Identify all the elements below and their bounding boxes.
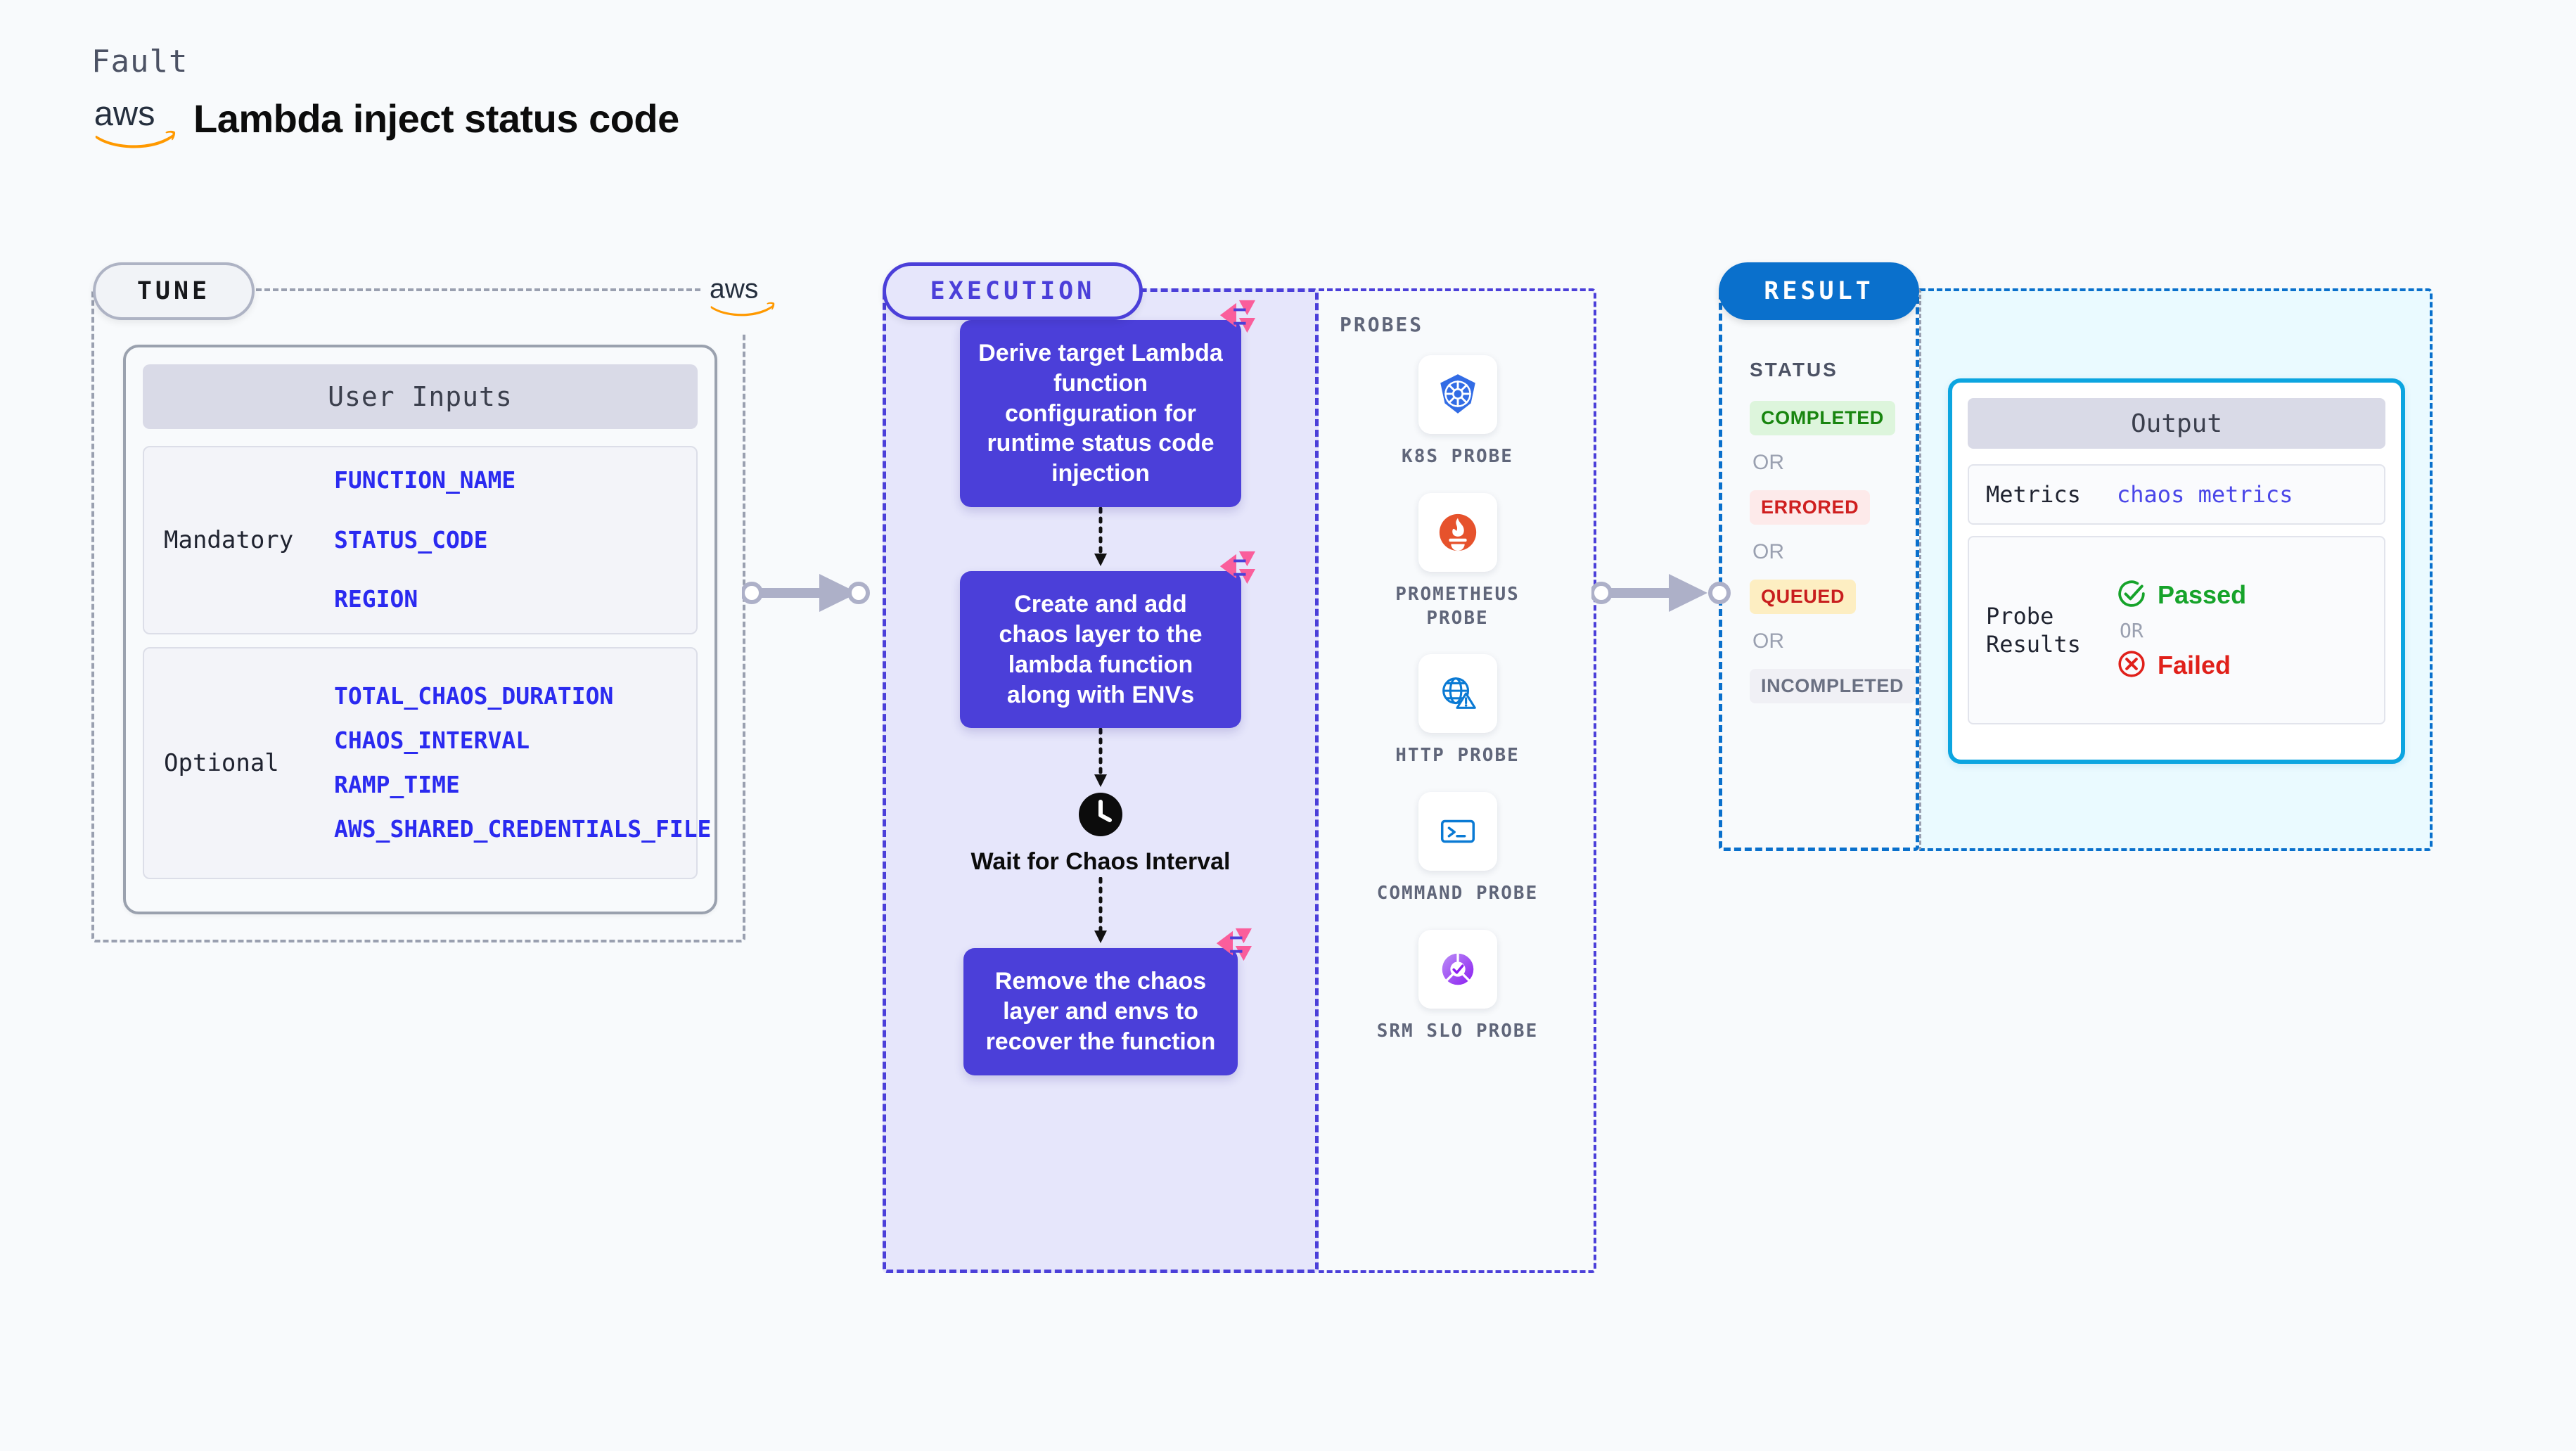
execution-step-text: Create and add chaos layer to the lambda…	[999, 591, 1203, 708]
prometheus-icon	[1418, 492, 1497, 572]
probe-name: SRM SLO PROBE	[1376, 1020, 1539, 1042]
input-group-label: Mandatory	[164, 526, 294, 554]
aws-logo: aws	[91, 89, 179, 157]
status-badge-queued: QUEUED	[1750, 580, 1857, 614]
input-var: FUNCTION_NAME	[334, 466, 516, 494]
chaos-flag-icon	[1212, 927, 1253, 964]
user-inputs-title: User Inputs	[143, 364, 698, 429]
probe-item-http[interactable]: HTTP PROBE	[1366, 654, 1549, 768]
input-var: AWS_SHARED_CREDENTIALS_FILE	[334, 814, 712, 843]
probe-failed-label: Failed	[2158, 651, 2231, 679]
input-var: RAMP_TIME	[334, 771, 460, 798]
tune-panel	[91, 288, 745, 942]
execution-step-1: Derive target Lambda function configurat…	[960, 300, 1255, 508]
terminal-icon	[1418, 792, 1497, 871]
slo-donut-check-icon	[1418, 929, 1497, 1009]
execution-badge: EXECUTION	[883, 262, 1143, 320]
output-metrics-key: Metrics	[1986, 481, 2081, 508]
result-panel	[1719, 288, 1919, 851]
execution-step-wait: Wait for Chaos Interval	[970, 792, 1231, 877]
page-header: Fault aws Lambda inject status code	[91, 44, 679, 157]
tune-badge: TUNE	[93, 262, 255, 320]
input-group-label: Optional	[164, 749, 279, 777]
probe-item-srm-slo[interactable]: SRM SLO PROBE	[1366, 929, 1549, 1044]
output-metrics-value[interactable]: chaos metrics	[2117, 481, 2293, 508]
user-inputs-card: User Inputs Mandatory FUNCTION_NAME STAT…	[123, 345, 717, 914]
probe-name: HTTP PROBE	[1395, 745, 1520, 767]
probes-panel	[1319, 288, 1596, 1273]
status-or: OR	[1752, 451, 1784, 474]
result-badge: RESULT	[1719, 262, 1919, 320]
output-row-metrics: Metrics chaos metrics	[1968, 464, 2385, 525]
execution-step-2: Create and add chaos layer to the lambda…	[960, 551, 1255, 729]
probe-item-command[interactable]: COMMAND PROBE	[1366, 792, 1549, 906]
flow-arrow-1	[1090, 506, 1111, 571]
execution-step-4: Remove the chaos layer and envs to recov…	[963, 928, 1252, 1075]
probe-name: K8S PROBE	[1402, 446, 1513, 467]
fault-kind-label: Fault	[91, 44, 188, 79]
status-badge-errored: ERRORED	[1750, 490, 1871, 525]
page-title: Lambda inject status code	[193, 96, 679, 141]
input-group-mandatory: Mandatory FUNCTION_NAME STATUS_CODE REGI…	[143, 446, 698, 634]
input-var: REGION	[334, 585, 418, 613]
flow-arrow-2	[1090, 727, 1111, 792]
output-probe-key: Probe Results	[1986, 603, 2081, 658]
output-row-probe-results: Probe Results Passed OR	[1968, 536, 2385, 724]
probe-name: COMMAND PROBE	[1376, 883, 1539, 905]
output-card: Output Metrics chaos metrics Probe Resul…	[1948, 378, 2405, 764]
probe-passed-label: Passed	[2158, 580, 2247, 609]
status-badge-completed: COMPLETED	[1750, 401, 1895, 435]
input-var: STATUS_CODE	[334, 525, 488, 554]
connector-tune-to-execution	[741, 568, 890, 621]
execution-step-text: Remove the chaos layer and envs to recov…	[985, 968, 1216, 1055]
probe-result-or: OR	[2120, 618, 2144, 642]
chaos-flag-icon	[1216, 550, 1257, 587]
check-circle-icon	[2117, 579, 2146, 612]
execution-step-text: Wait for Chaos Interval	[970, 848, 1231, 876]
kubernetes-icon	[1418, 355, 1497, 434]
status-or: OR	[1752, 540, 1784, 563]
input-var: TOTAL_CHAOS_DURATION	[334, 682, 614, 710]
probe-name: PROMETHEUS PROBE	[1395, 583, 1520, 629]
status-or: OR	[1752, 629, 1784, 653]
cross-circle-icon	[2117, 649, 2146, 682]
output-title: Output	[1968, 398, 2385, 449]
probe-item-k8s[interactable]: K8S PROBE	[1366, 355, 1549, 469]
probe-result-passed: Passed	[2117, 579, 2246, 612]
input-group-optional: Optional TOTAL_CHAOS_DURATION CHAOS_INTE…	[143, 647, 711, 879]
status-column: STATUS COMPLETED OR ERRORED OR QUEUED OR…	[1750, 359, 1918, 703]
probe-list: K8S PROBE PROMETHEUS PROBE	[1319, 355, 1596, 1044]
aws-logo-badge: aws	[703, 259, 782, 333]
probe-item-prometheus[interactable]: PROMETHEUS PROBE	[1366, 492, 1549, 631]
probes-label: PROBES	[1340, 313, 1424, 336]
chaos-flag-icon	[1216, 299, 1257, 335]
globe-warning-icon	[1418, 654, 1497, 734]
svg-text:aws: aws	[710, 274, 758, 305]
execution-step-text: Derive target Lambda function configurat…	[978, 340, 1223, 487]
flow-arrow-3	[1090, 876, 1111, 948]
input-var: CHAOS_INTERVAL	[334, 727, 530, 755]
probe-result-failed: Failed	[2117, 649, 2246, 682]
clock-icon	[1078, 792, 1123, 837]
svg-text:aws: aws	[94, 95, 155, 133]
connector-execution-to-result	[1590, 568, 1739, 621]
status-badge-incompleted: INCOMPLETED	[1750, 669, 1916, 703]
execution-flow: Derive target Lambda function configurat…	[883, 300, 1319, 1075]
status-label: STATUS	[1750, 359, 1838, 381]
